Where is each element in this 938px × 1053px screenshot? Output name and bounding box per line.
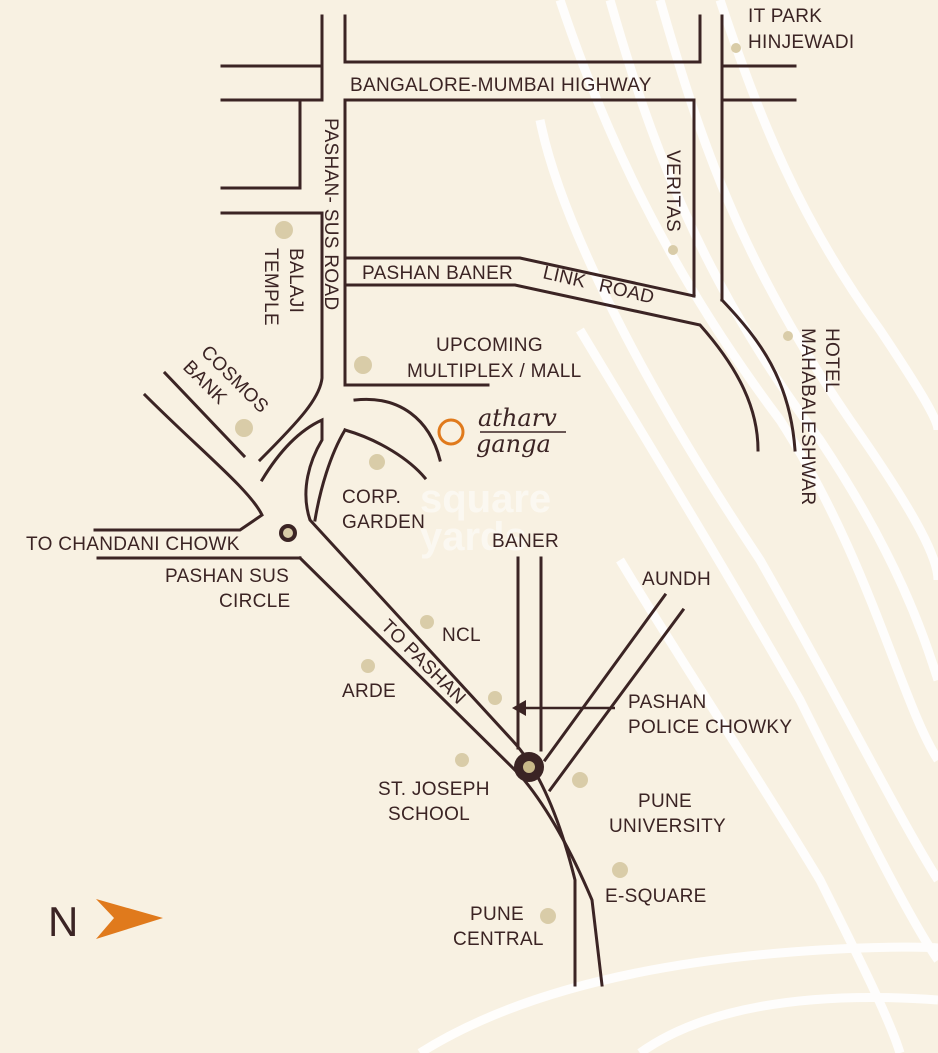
dot-veritas <box>668 245 678 255</box>
north-indicator: N <box>48 898 163 945</box>
dot-balaji-temple <box>275 221 293 239</box>
label-school: SCHOOL <box>388 804 470 825</box>
label-link-road-1: PASHAN BANER <box>362 263 513 284</box>
road-network <box>93 14 797 987</box>
road-link-north <box>343 256 696 298</box>
watermark: square yards <box>420 477 551 559</box>
dot-pune-central <box>540 908 556 924</box>
road-highway-south <box>343 98 696 298</box>
road-cosmos <box>162 370 247 459</box>
project-name-line2: ganga <box>476 430 551 458</box>
landmark-dots <box>235 43 793 924</box>
label-pune-central-2: CENTRAL <box>453 929 544 950</box>
road-to-pashan-inner <box>297 555 604 987</box>
label-mahabaleshwar: MAHABALESHWAR <box>797 328 818 505</box>
dot-hotel <box>783 331 793 341</box>
svg-text:yards: yards <box>420 515 527 559</box>
label-st-joseph: ST. JOSEPH <box>378 779 490 800</box>
label-pashan: PASHAN <box>628 692 707 713</box>
north-arrow-icon <box>96 899 163 939</box>
dot-pune-university <box>572 772 588 788</box>
road-pashan-sus-east <box>343 253 490 387</box>
road-hotel <box>719 297 797 452</box>
dot-esquare <box>612 862 628 878</box>
road-chandani-chowk-north <box>93 392 264 532</box>
road-highway-north <box>343 14 702 64</box>
label-hotel: HOTEL <box>821 328 842 393</box>
pashan-sus-circle-marker <box>279 524 297 542</box>
svg-text:square: square <box>420 477 551 521</box>
label-pashan-sus-road: PASHAN- SUS ROAD <box>320 118 341 310</box>
road-link-south <box>343 283 760 452</box>
dot-ncl <box>420 615 434 629</box>
dot-it-park <box>731 43 741 53</box>
dot-corp-garden <box>369 454 385 470</box>
label-circle: CIRCLE <box>219 591 290 612</box>
label-it-park: IT PARK <box>748 6 822 27</box>
background-contours <box>417 0 938 1053</box>
label-aundh: AUNDH <box>642 569 711 590</box>
label-balaji: BALAJI <box>285 248 306 313</box>
label-hinjewadi: HINJEWADI <box>748 32 855 53</box>
road-to-pashan-outer <box>259 417 577 987</box>
dot-multiplex <box>354 356 372 374</box>
label-baner: BANER <box>492 531 559 552</box>
label-garden: GARDEN <box>342 512 425 533</box>
road-aundh-west <box>542 592 668 763</box>
label-pashan-sus: PASHAN SUS <box>165 566 289 587</box>
label-corp: CORP. <box>342 487 401 508</box>
label-pune-central-1: PUNE <box>470 904 524 925</box>
project-marker: atharv ganga <box>437 404 566 458</box>
label-pune-univ-1: PUNE <box>638 791 692 812</box>
label-multiplex: MULTIPLEX / MALL <box>407 361 581 382</box>
pointer-arrow <box>512 700 615 716</box>
label-link-road-2: LINK <box>541 262 588 292</box>
label-temple: TEMPLE <box>260 248 281 326</box>
dot-st-joseph <box>455 753 469 767</box>
label-veritas: VERITAS <box>662 150 683 232</box>
label-to-chandani-chowk: TO CHANDANI CHOWK <box>26 534 240 555</box>
dot-police <box>488 691 502 705</box>
project-name-line1: atharv <box>478 404 557 432</box>
road-aundh-east <box>547 607 686 793</box>
label-pune-univ-2: UNIVERSITY <box>609 816 726 837</box>
dot-cosmos-bank <box>235 419 253 437</box>
project-location-ring <box>437 418 465 446</box>
label-upcoming: UPCOMING <box>436 335 543 356</box>
label-arde: ARDE <box>342 681 396 702</box>
label-ncl: NCL <box>442 625 481 646</box>
dot-arde <box>361 659 375 673</box>
label-highway: BANGALORE-MUMBAI HIGHWAY <box>350 75 652 96</box>
label-police-chowky: POLICE CHOWKY <box>628 717 792 738</box>
road-garden-loop <box>343 397 442 481</box>
north-label: N <box>48 898 78 945</box>
main-junction-marker <box>514 752 544 782</box>
road-pashan-sus-west <box>257 14 324 463</box>
label-esquare: E-SQUARE <box>605 886 707 907</box>
